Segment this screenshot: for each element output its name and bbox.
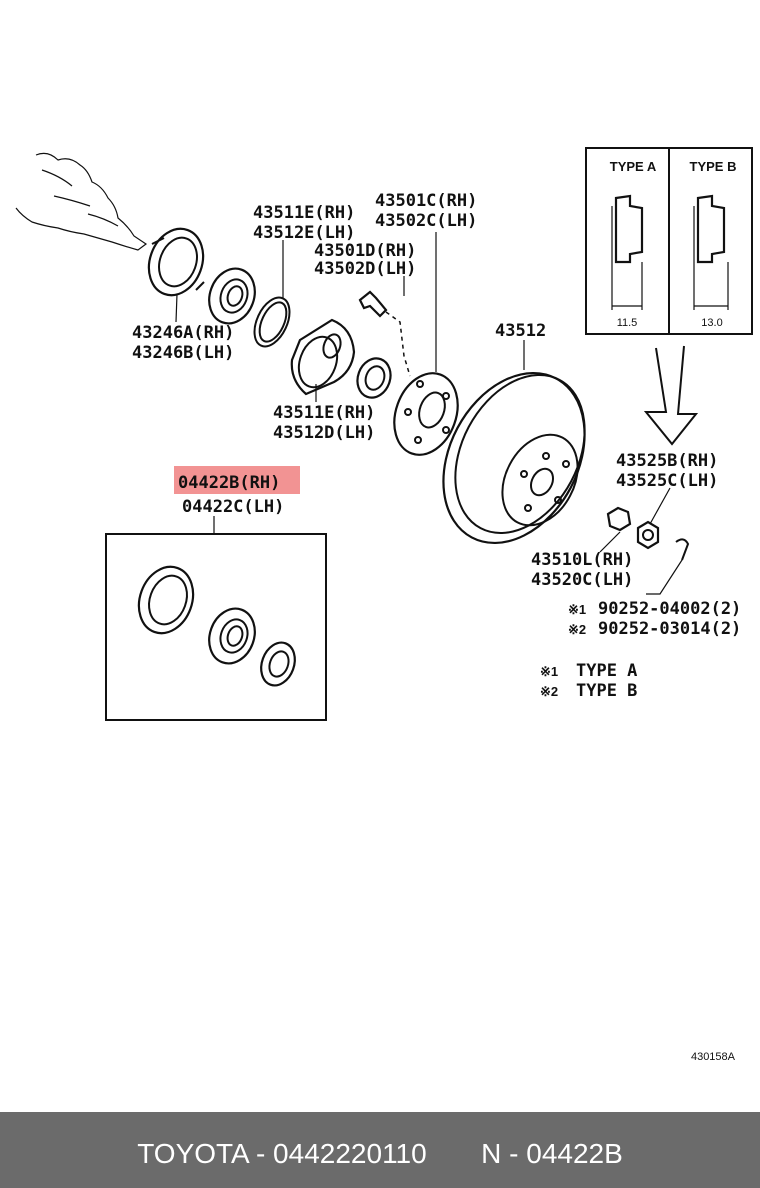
- dim-a: 11.5: [617, 317, 638, 329]
- dim-b: 13.0: [701, 317, 722, 329]
- legend-type-b: TYPE B: [576, 681, 637, 701]
- drawing-code: 430158A: [691, 1051, 736, 1063]
- outer-oil-seal: [147, 227, 205, 297]
- legend-mark-1: ※1: [540, 664, 558, 679]
- type-a-label: TYPE A: [610, 159, 657, 174]
- hub-nut: [606, 506, 632, 532]
- kit-inner-seal: [260, 641, 296, 687]
- leader-lines: [175, 232, 683, 595]
- label-pin-1: 90252-04002(2): [598, 599, 741, 619]
- label-kit-rh: 04422B(RH): [178, 473, 280, 493]
- note-mark-2: ※2: [568, 622, 586, 637]
- label-seal-lh: 43246B(LH): [132, 343, 234, 363]
- arrow-down: [643, 345, 699, 446]
- label-pin-2: 90252-03014(2): [598, 619, 741, 639]
- legend-mark-2: ※2: [540, 684, 558, 699]
- lock-nut: [636, 520, 660, 550]
- label-lock-nut-rh: 43525B(RH): [616, 451, 718, 471]
- label-kit-lh: 04422C(LH): [182, 497, 284, 517]
- label-nut-rh: 43510L(RH): [531, 550, 633, 570]
- snap-ring: [253, 296, 291, 348]
- inner-bearing: [356, 357, 392, 399]
- label-hub-bolt-lh: 43502D(LH): [314, 259, 416, 279]
- label-hub-rh: 43501C(RH): [375, 191, 477, 211]
- brake-disc: [442, 371, 586, 545]
- kit-bearing: [208, 607, 256, 665]
- kit-box: [105, 533, 327, 721]
- label-seal-rh: 43246A(RH): [132, 323, 234, 343]
- type-box: TYPE A TYPE B 11.5 13.0: [585, 147, 753, 335]
- label-snap-ring-lh: 43512E(LH): [253, 223, 355, 243]
- outer-bearing: [208, 267, 256, 325]
- footer-part-number: TOYOTA - 0442220110 N - 04422B: [137, 1138, 623, 1169]
- label-bearing-lh: 43512D(LH): [273, 423, 375, 443]
- label-hub-bolt-rh: 43501D(RH): [314, 241, 416, 261]
- label-bearing-rh: 43511E(RH): [273, 403, 375, 423]
- legend-type-a: TYPE A: [576, 661, 637, 681]
- kit-oil-seal: [137, 565, 195, 635]
- type-b-label: TYPE B: [690, 159, 737, 174]
- drive-shaft-boot: [15, 152, 148, 251]
- cotter-pin: [675, 538, 690, 561]
- hub-bearing: [290, 318, 356, 396]
- label-nut-lh: 43520C(LH): [531, 570, 633, 590]
- label-lock-nut-lh: 43525C(LH): [616, 471, 718, 491]
- hub-bolt: [358, 290, 411, 377]
- kit-rh-highlight: [174, 466, 300, 494]
- footer-bar: TOYOTA - 0442220110 N - 04422B: [0, 1112, 760, 1188]
- label-disc: 43512: [495, 321, 546, 341]
- label-snap-ring-rh: 43511E(RH): [253, 203, 355, 223]
- label-hub-lh: 43502C(LH): [375, 211, 477, 231]
- axle-hub: [393, 372, 459, 456]
- note-mark-1: ※1: [568, 602, 586, 617]
- part-labels: 43501C(RH) 43502C(LH) 43511E(RH) 43512E(…: [132, 191, 741, 1063]
- parts-diagram: TYPE A TYPE B 11.5 13.0: [15, 147, 753, 1063]
